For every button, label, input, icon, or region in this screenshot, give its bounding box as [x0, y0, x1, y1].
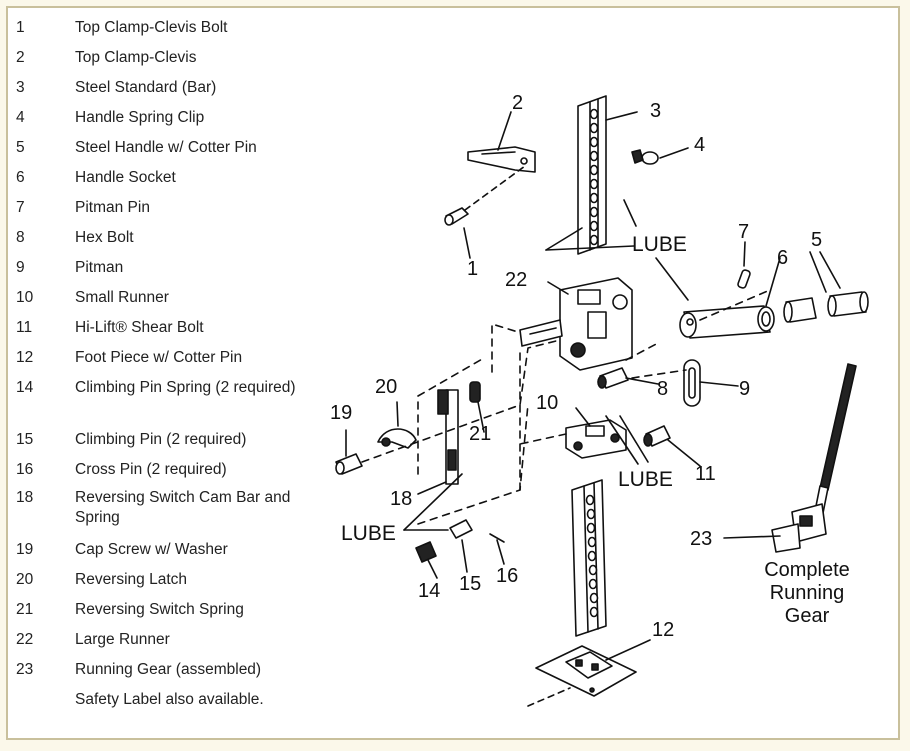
part-number: 7	[16, 199, 25, 216]
leader-lines	[345, 111, 841, 661]
callout-10: 10	[536, 392, 558, 414]
pitman-pin	[737, 269, 751, 289]
part-name: Reversing Latch	[75, 571, 188, 588]
part-name: Hex Bolt	[75, 229, 134, 246]
callout-1: 1	[467, 258, 478, 280]
handle-spring-clip	[631, 149, 659, 165]
upper-standard-bar	[577, 95, 607, 255]
part-name: Pitman Pin	[75, 199, 150, 216]
callout-9: 9	[739, 378, 750, 400]
part-number: 21	[16, 601, 34, 618]
part-name: Climbing Pin Spring (2 required)	[75, 379, 296, 396]
callout-12: 12	[652, 619, 674, 641]
part-name: Cap Screw w/ Washer	[75, 541, 228, 558]
callout-14: 14	[418, 580, 440, 602]
lube-label-middle: LUBE	[618, 468, 673, 491]
callout-15: 15	[459, 573, 481, 595]
climbing-pin-spring	[415, 541, 437, 563]
top-clamp-clevis	[467, 146, 536, 173]
part-name: Steel Handle w/ Cotter Pin	[75, 139, 257, 156]
callout-5: 5	[811, 229, 822, 251]
part-number: 3	[16, 79, 25, 96]
callout-2: 2	[512, 92, 523, 114]
part-name: Reversing Switch Spring	[75, 601, 244, 618]
lube-label-top: LUBE	[632, 233, 687, 256]
part-number: 18	[16, 489, 34, 506]
part-name: Top Clamp-Clevis Bolt	[75, 19, 228, 36]
steel-handle	[783, 291, 869, 323]
callout-7: 7	[738, 221, 749, 243]
part-number: 23	[16, 661, 34, 678]
cap-screw	[335, 453, 363, 475]
callout-21: 21	[469, 423, 491, 445]
callout-4: 4	[694, 134, 705, 156]
part-name: Running Gear (assembled)	[75, 661, 262, 678]
callout-23: 23	[690, 528, 712, 550]
part-number: 20	[16, 571, 34, 588]
reversing-switch-cam-bar	[437, 389, 459, 485]
lube-pointers	[403, 199, 689, 531]
part-name: Top Clamp-Clevis	[75, 49, 197, 66]
callout-3: 3	[650, 100, 661, 122]
assembly-lines	[361, 289, 771, 525]
part-name: Steel Standard (Bar)	[75, 79, 217, 96]
callout-16: 16	[496, 565, 518, 587]
callouts: 2 3 4 1 7 5 6 22 8 9 20 10 19 21 11 18 2…	[330, 92, 850, 641]
part-number: 9	[16, 259, 25, 276]
caption-line-3: Gear	[785, 605, 830, 627]
callout-11: 11	[695, 463, 716, 485]
part-number: 5	[16, 139, 25, 156]
part-name: Small Runner	[75, 289, 169, 306]
callout-18: 18	[390, 488, 412, 510]
part-number: 12	[16, 349, 34, 366]
caption-line-1: Complete	[764, 559, 850, 581]
reversing-switch-spring	[469, 381, 481, 403]
part-name: Climbing Pin (2 required)	[75, 431, 247, 448]
callout-20: 20	[375, 376, 397, 398]
part-name: Safety Label also available.	[75, 691, 264, 708]
pitman	[683, 359, 701, 407]
handle-socket	[679, 305, 775, 339]
part-number: 16	[16, 461, 34, 478]
callout-22: 22	[505, 269, 527, 291]
part-number: 6	[16, 169, 25, 186]
part-number: 19	[16, 541, 34, 558]
part-name: Hi-Lift® Shear Bolt	[75, 319, 204, 336]
part-number: 11	[16, 319, 33, 336]
part-number: 4	[16, 109, 25, 126]
callout-6: 6	[777, 247, 788, 269]
climbing-pin	[449, 519, 473, 539]
part-name: Handle Socket	[75, 169, 176, 186]
cross-pin	[489, 533, 505, 543]
diagram-frame	[6, 6, 900, 740]
part-number: 1	[16, 19, 25, 36]
small-runner	[565, 419, 627, 459]
foot-piece	[535, 645, 637, 697]
part-number: 15	[16, 431, 34, 448]
large-runner	[519, 277, 633, 371]
part-number: 22	[16, 631, 34, 648]
reversing-latch	[377, 428, 417, 449]
part-name: Large Runner	[75, 631, 170, 648]
part-name: Reversing Switch Cam Bar and Spring	[75, 489, 291, 526]
callout-19: 19	[330, 402, 352, 424]
hex-bolt	[597, 367, 629, 389]
shear-bolt	[643, 425, 671, 447]
part-name: Foot Piece w/ Cotter Pin	[75, 349, 243, 366]
part-number: 8	[16, 229, 25, 246]
part-name: Handle Spring Clip	[75, 109, 205, 126]
lube-label-left: LUBE	[341, 522, 396, 545]
part-name: Pitman	[75, 259, 124, 276]
caption-line-2: Running	[770, 582, 845, 604]
top-clamp-clevis-bolt	[444, 207, 469, 226]
part-number: 2	[16, 49, 25, 66]
callout-8: 8	[657, 378, 668, 400]
part-number: 10	[16, 289, 34, 306]
part-name: Cross Pin (2 required)	[75, 461, 227, 478]
running-gear	[771, 363, 857, 553]
part-number: 14	[16, 379, 34, 396]
lower-standard-bar	[571, 479, 607, 637]
